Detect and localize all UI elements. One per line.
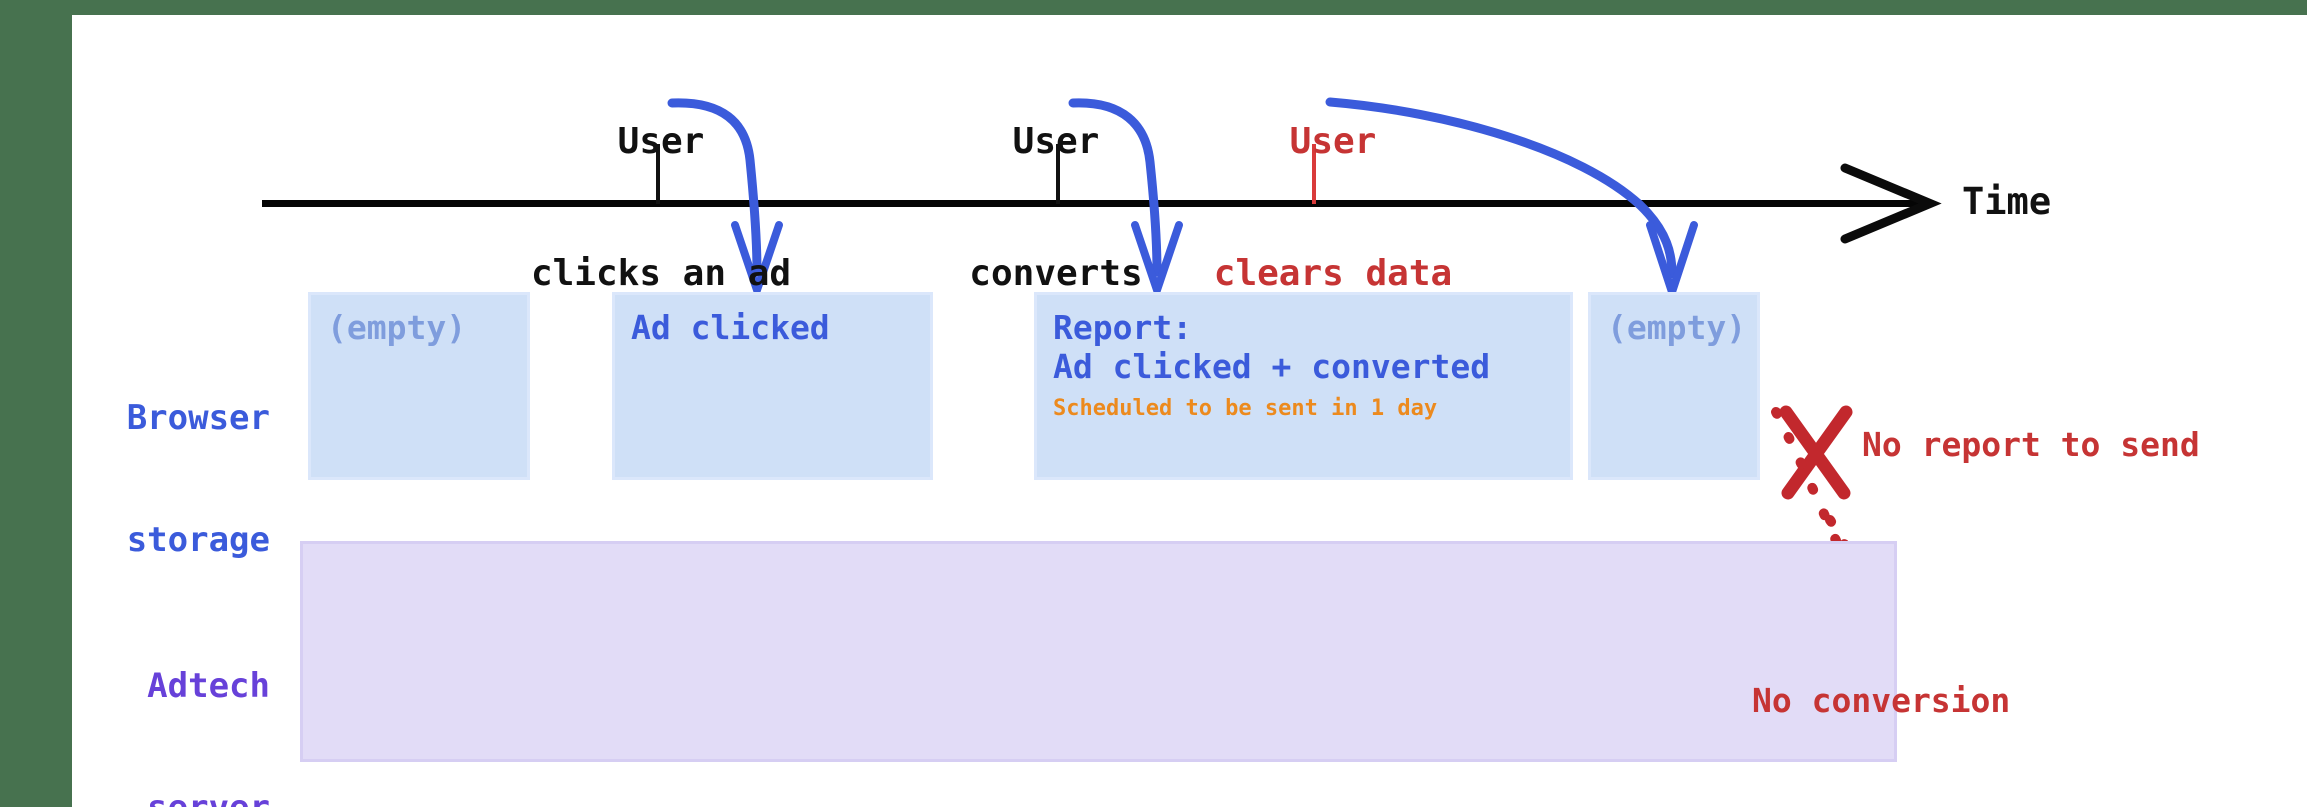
- event-label-line1: User: [1012, 120, 1100, 162]
- timeline-axis-label: Time: [1962, 180, 2052, 223]
- annotation-no-conversion-reported: No conversion reported to adtech: [1752, 600, 2110, 807]
- row-label-line2: server: [78, 788, 270, 807]
- storage-box-empty-cleared[interactable]: (empty): [1588, 292, 1760, 480]
- storage-box-empty-initial[interactable]: (empty): [308, 292, 530, 480]
- storage-box-schedule-note: Scheduled to be sent in 1 day: [1053, 395, 1438, 421]
- event-label-user-clicks-an-ad: User clicks an ad: [516, 32, 806, 383]
- red-x-icon: [1779, 405, 1853, 500]
- event-label-line1: User: [1289, 120, 1377, 162]
- annotation-line1: No conversion: [1752, 680, 2011, 720]
- tick-user-converts: [1056, 144, 1060, 204]
- row-label-line2: storage: [126, 519, 270, 560]
- event-label-user-converts: User converts: [951, 32, 1161, 383]
- event-label-user-clears-data: User clears data: [1188, 32, 1478, 383]
- annotation-no-report-to-send: No report to send: [1862, 425, 2200, 464]
- row-label-browser-storage: Browser storage: [78, 316, 270, 642]
- storage-box-ad-clicked[interactable]: Ad clicked: [612, 292, 933, 480]
- storage-box-line1: (empty): [1607, 308, 1747, 347]
- storage-box-line1: (empty): [327, 308, 467, 347]
- adtech-server-box[interactable]: [300, 541, 1897, 762]
- arrow-clear-to-box-head: [1646, 221, 1698, 305]
- row-label-line1: Browser: [126, 397, 270, 438]
- top-green-strip: [72, 0, 2307, 15]
- left-green-rail: [0, 0, 72, 807]
- event-label-line2: clicks an ad: [530, 252, 792, 294]
- storage-box-line2: Ad clicked + converted: [1053, 346, 1491, 386]
- storage-box-report[interactable]: Report: Ad clicked + converted Scheduled…: [1034, 292, 1573, 480]
- annotation-line2: reported to adtech: [1752, 801, 2110, 807]
- row-label-line1: Adtech: [147, 665, 270, 706]
- event-label-line1: User: [617, 120, 705, 162]
- storage-box-line1: Report:: [1053, 308, 1193, 347]
- event-label-line2: converts: [969, 252, 1143, 294]
- tick-user-clears-data: [1312, 144, 1316, 204]
- storage-box-line1: Ad clicked: [631, 308, 830, 347]
- row-label-adtech-server: Adtech server: [78, 584, 270, 807]
- event-label-line2: clears data: [1213, 252, 1453, 294]
- tick-user-clicks-an-ad: [656, 144, 660, 204]
